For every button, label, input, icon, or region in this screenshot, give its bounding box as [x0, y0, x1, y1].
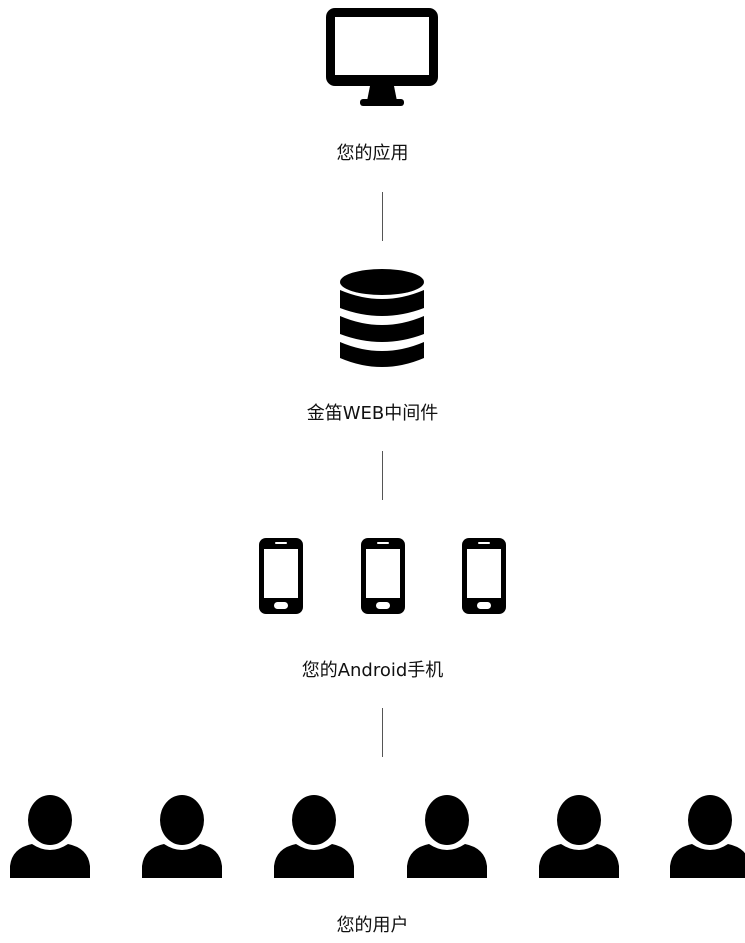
middleware-label: 金笛WEB中间件: [306, 403, 439, 424]
smartphone-icon: [461, 537, 507, 615]
user-icon: [140, 792, 224, 878]
app-label: 您的应用: [336, 143, 409, 164]
connector-line: [382, 708, 383, 757]
smartphone-icon: [360, 537, 406, 615]
user-icon: [668, 792, 745, 878]
connector-line: [382, 451, 383, 500]
phones-label: 您的Android手机: [301, 660, 444, 681]
user-icon: [405, 792, 489, 878]
user-icon: [272, 792, 356, 878]
monitor-icon: [324, 6, 440, 108]
connector-line: [382, 192, 383, 241]
user-icon: [8, 792, 92, 878]
users-label: 您的用户: [336, 915, 409, 936]
database-icon: [338, 268, 426, 372]
user-icon: [537, 792, 621, 878]
smartphone-icon: [258, 537, 304, 615]
